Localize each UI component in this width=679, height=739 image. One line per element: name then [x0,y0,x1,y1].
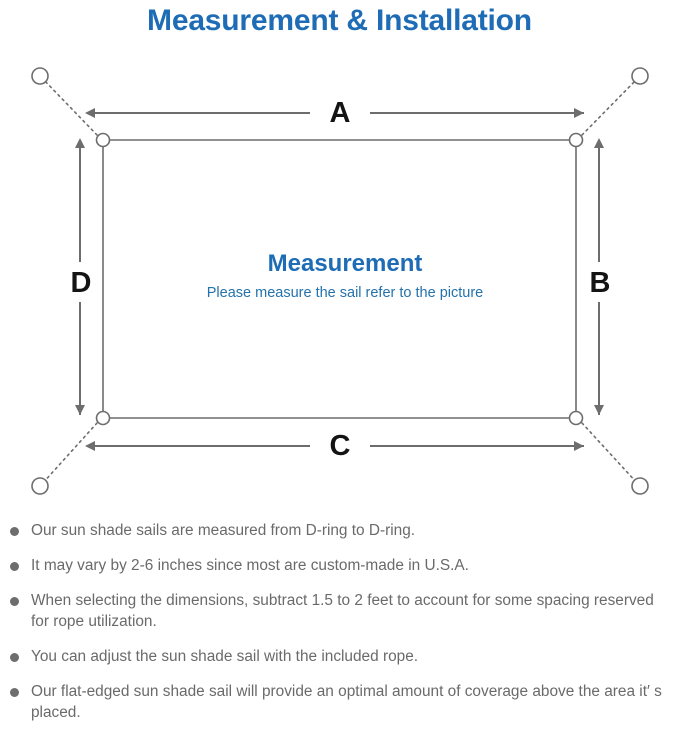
d-ring-top-right [568,132,584,148]
dimension-label-b: B [590,267,611,299]
dimension-label-c-backdrop [310,429,370,463]
sun-shade-sail-measurement-diagram: A C D B Measurement Please measure the s… [31,67,649,495]
list-item: Our flat-edged sun shade sail will provi… [10,681,665,723]
rope-line-top-right [581,77,639,136]
notes-list: Our sun shade sails are measured from D-… [0,520,679,737]
dimension-label-a: A [330,97,351,129]
anchor-ring-bottom-right [631,477,649,495]
note-text: When selecting the dimensions, subtract … [31,592,654,630]
list-item: You can adjust the sun shade sail with t… [10,646,665,667]
page-title: Measurement & Installation [147,4,532,37]
dimension-label-c: C [330,430,351,462]
sail-body [102,139,577,419]
dimension-label-b-backdrop [581,262,619,302]
dimension-label-d: D [71,267,92,299]
note-text: You can adjust the sun shade sail with t… [31,648,419,665]
list-item: Our sun shade sails are measured from D-… [10,520,665,541]
list-item: When selecting the dimensions, subtract … [10,590,665,632]
anchor-ring-bottom-left [31,477,49,495]
bullet-icon [10,597,19,606]
rope-line-bottom-right [581,422,639,485]
bullet-icon [10,562,19,571]
bullet-icon [10,653,19,662]
rope-line-top-left [41,77,98,136]
dimension-label-d-backdrop [62,262,100,302]
note-text: It may vary by 2-6 inches since most are… [31,557,469,574]
d-ring-bottom-right [568,410,584,426]
diagram-center-subheading: Please measure the sail refer to the pic… [207,285,483,301]
anchor-ring-top-right [631,67,649,85]
d-ring-top-left [95,132,111,148]
bullet-icon [10,688,19,697]
list-item: It may vary by 2-6 inches since most are… [10,555,665,576]
dimension-label-a-backdrop [310,96,370,130]
diagram-center-heading: Measurement [268,250,423,277]
note-text: Our flat-edged sun shade sail will provi… [31,683,662,721]
bullet-icon [10,527,19,536]
rope-line-bottom-left [41,422,98,485]
note-text: Our sun shade sails are measured from D-… [31,522,416,539]
d-ring-bottom-left [95,410,111,426]
anchor-ring-top-left [31,67,49,85]
